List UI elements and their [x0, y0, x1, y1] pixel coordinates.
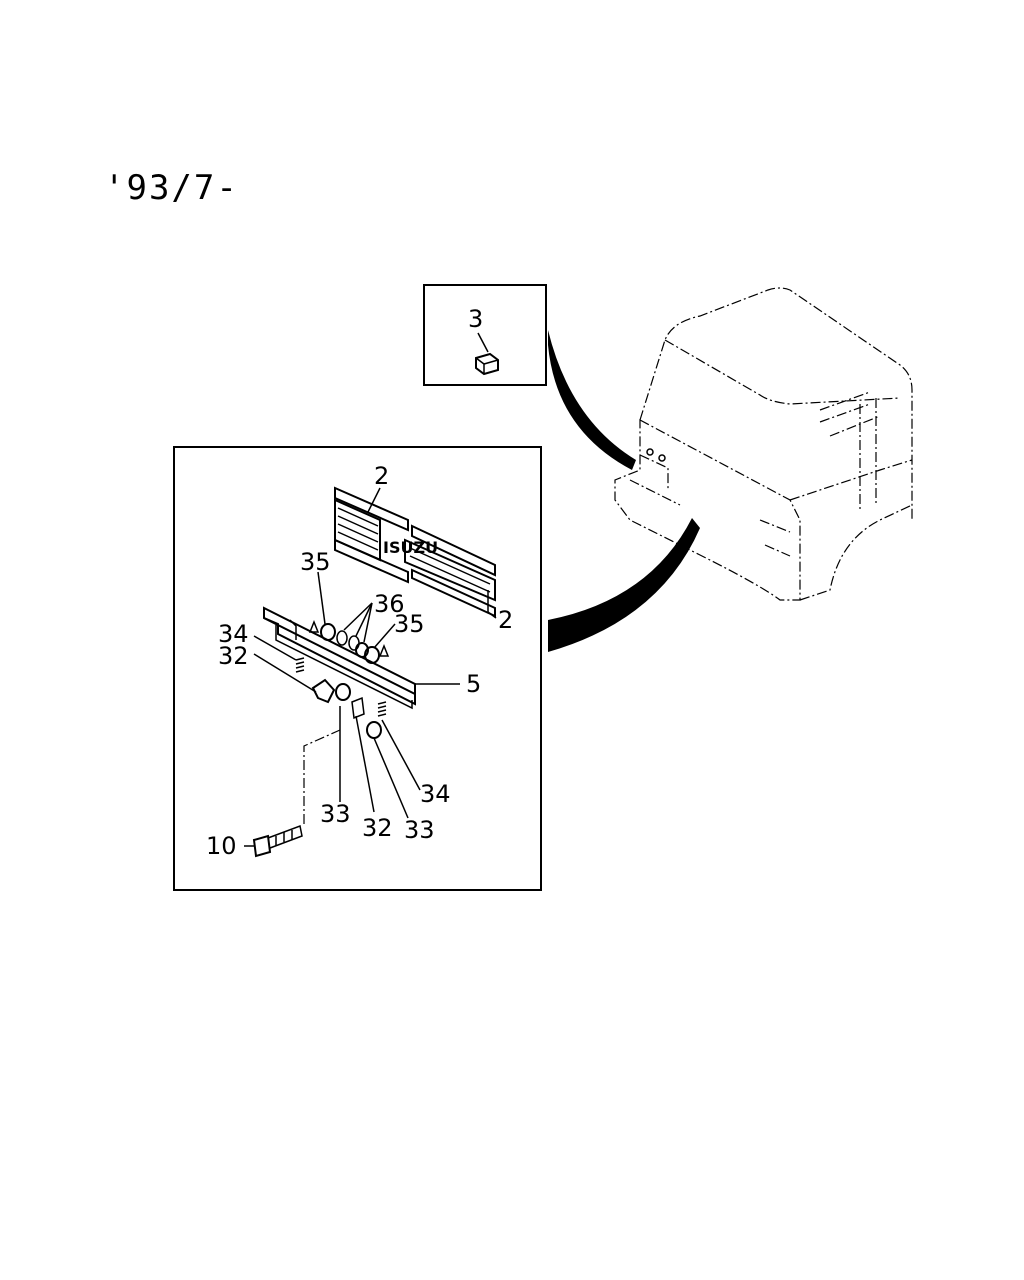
- label-spring-left: 34: [218, 620, 249, 648]
- label-clip: 36: [374, 590, 405, 618]
- label-bracket-a: 35: [300, 548, 331, 576]
- clip-part-icon: [475, 352, 499, 376]
- grille-part: ISUZU: [334, 486, 496, 618]
- part-label-3: 3: [468, 305, 483, 333]
- inset-box-main: ISUZU: [173, 446, 542, 891]
- label-spacer-left: 32: [218, 642, 249, 670]
- pointer-band-upper: [548, 330, 636, 470]
- label-bolt: 10: [206, 832, 237, 860]
- label-bushing-left: 33: [320, 800, 351, 828]
- stay-bar-part: [263, 606, 416, 710]
- grille-emblem: ISUZU: [383, 538, 438, 557]
- label-bracket-b: 35: [394, 610, 425, 638]
- label-grille-upper: 2: [374, 462, 389, 490]
- date-code: '93/7-: [104, 168, 239, 208]
- pointer-band-lower: [548, 518, 700, 652]
- leader-lines: [244, 487, 497, 847]
- inset-box-small: 3: [423, 284, 547, 386]
- label-spacer-right: 32: [362, 814, 393, 842]
- bolt-part: [252, 824, 303, 858]
- small-parts: [295, 619, 390, 739]
- label-spring-right: 34: [420, 780, 451, 808]
- part-labels: 2 2 35 36 35 34 32 5 34 33 32 33 10: [206, 462, 513, 860]
- label-stay: 5: [466, 670, 481, 698]
- label-bushing-right: 33: [404, 816, 435, 844]
- truck-cab-illustration: [614, 287, 913, 601]
- label-grille-lower: 2: [498, 606, 513, 634]
